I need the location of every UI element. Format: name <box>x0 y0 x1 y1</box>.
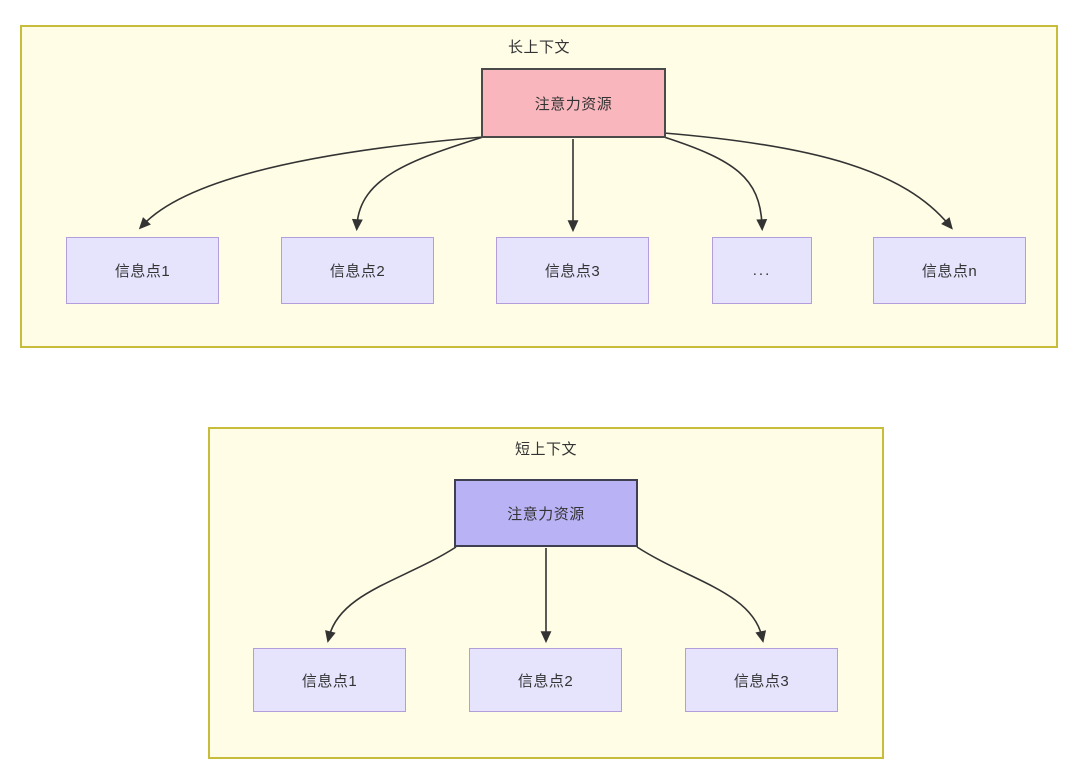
node-label: 信息点1 <box>301 672 358 690</box>
node-label: 信息点2 <box>329 263 386 280</box>
node-short-context-leaf-3[interactable]: 信息点3 <box>685 648 838 712</box>
node-label: 注意力资源 <box>534 95 613 113</box>
node-long-context-root[interactable]: 注意力资源 <box>481 68 666 138</box>
node-short-context-leaf-1[interactable]: 信息点1 <box>253 648 406 712</box>
node-label: 信息点n <box>921 263 978 280</box>
node-label: 信息点2 <box>517 672 574 690</box>
node-long-context-leaf-ellipsis[interactable]: ... <box>712 237 812 304</box>
node-label: 信息点1 <box>114 263 171 280</box>
node-label: 信息点3 <box>544 263 601 280</box>
node-long-context-leaf-2[interactable]: 信息点2 <box>281 237 434 304</box>
node-long-context-leaf-1[interactable]: 信息点1 <box>66 237 219 304</box>
node-long-context-leaf-3[interactable]: 信息点3 <box>496 237 649 304</box>
node-short-context-leaf-2[interactable]: 信息点2 <box>469 648 622 712</box>
node-label: 信息点3 <box>733 672 790 690</box>
panel-short-context-title: 短上下文 <box>514 441 577 458</box>
node-long-context-leaf-n[interactable]: 信息点n <box>873 237 1026 304</box>
panel-long-context-title: 长上下文 <box>507 39 570 56</box>
node-label: ... <box>752 262 772 279</box>
node-short-context-root[interactable]: 注意力资源 <box>454 479 638 547</box>
node-label: 注意力资源 <box>507 505 585 523</box>
